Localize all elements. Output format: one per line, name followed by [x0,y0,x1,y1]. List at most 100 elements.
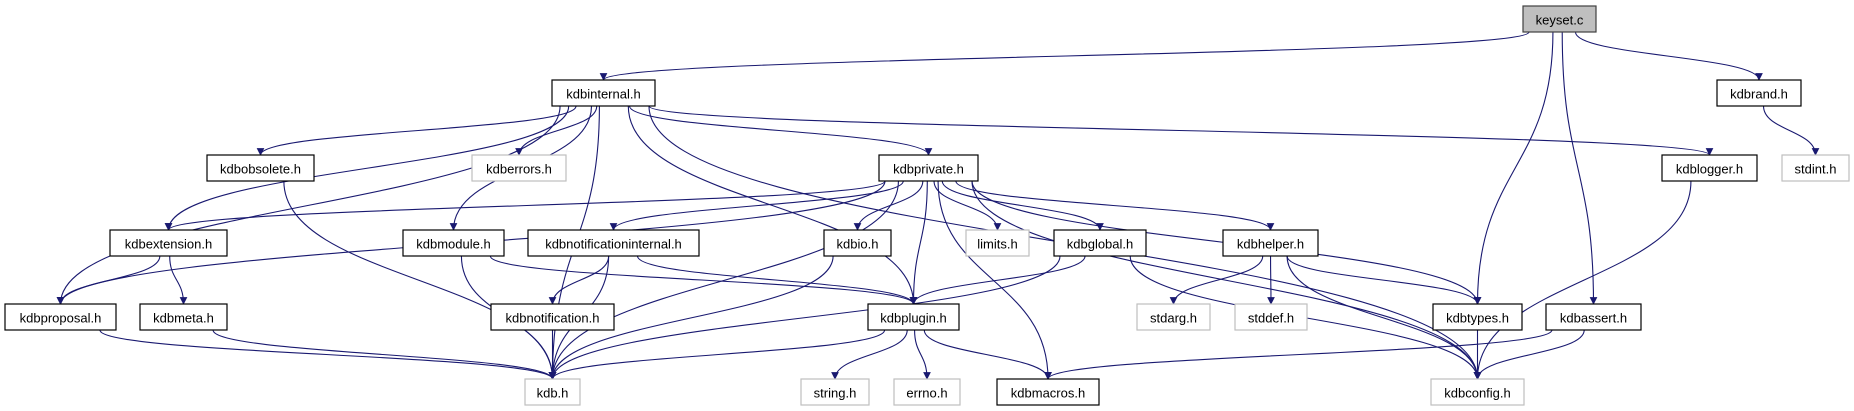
node-kdbplugin[interactable]: kdbplugin.h [867,303,960,331]
node-label: stdarg.h [1150,311,1197,326]
node-box [1661,154,1758,182]
node-box [206,154,315,182]
node-box [524,378,581,406]
node-stddef[interactable]: stddef.h [1234,303,1308,331]
node-kdbconfig[interactable]: kdbconfig.h [1430,378,1525,406]
node-keyset[interactable]: keyset.c [1522,5,1597,33]
node-stdint[interactable]: stdint.h [1781,154,1850,182]
node-kdbmacros[interactable]: kdbmacros.h [996,378,1100,406]
nodes: keyset.c kdbinternal.h kdbrand.h kdbobsolet… [4,5,1850,406]
node-kdbprivate[interactable]: kdbprivate.h [878,154,979,182]
node-kdbinternal[interactable]: kdbinternal.h [551,79,656,107]
node-label: kdblogger.h [1676,162,1743,177]
node-box [1432,303,1523,331]
edge-kdbobsolete-to-kdb [283,180,557,380]
node-kdbnotificationinternal[interactable]: kdbnotificationinternal.h [527,229,700,257]
edge-keyset-to-kdbrand [1574,31,1763,81]
node-box [109,229,228,257]
node-box [402,229,505,257]
node-label: limits.h [977,237,1017,252]
edge-kdbprivate-to-kdbglobal [941,180,1104,231]
edge-kdbmodule-to-kdbplugin [489,255,918,305]
node-box [1522,5,1597,33]
node-kdbtypes[interactable]: kdbtypes.h [1432,303,1523,331]
edge-kdbplugin-to-kdb [548,329,886,380]
edge-kdbprivate-to-kdbextension [164,180,886,231]
node-box [1136,303,1211,331]
node-box [1234,303,1308,331]
edge-kdbplugin-to-string [831,329,908,380]
node-box [996,378,1100,406]
node-label: kdbextension.h [125,237,212,252]
edge-kdbinternal-to-kdblogger [648,105,1714,156]
edge-kdbplugin-to-errno [914,329,931,380]
edge-kdbprivate-to-kdb [548,180,899,380]
node-label: kdbglobal.h [1067,237,1134,252]
node-box [1781,154,1850,182]
node-box [1053,229,1147,257]
node-box [893,378,961,406]
node-label: kdbio.h [837,237,879,252]
edge-kdbprivate-to-kdbplugin [909,180,928,305]
node-kdbnotification[interactable]: kdbnotification.h [490,303,615,331]
node-label: kdbhelper.h [1237,237,1304,252]
node-label: kdbobsolete.h [220,162,301,177]
node-box [867,303,960,331]
node-kdbio[interactable]: kdbio.h [823,229,892,257]
node-kdbassert[interactable]: kdbassert.h [1545,303,1642,331]
edge-kdbextension-to-kdbmeta [169,255,188,305]
node-label: kdbproposal.h [20,311,102,326]
node-kdbmodule[interactable]: kdbmodule.h [402,229,505,257]
edge-kdbinternal-to-kdbextension [164,105,570,231]
node-label: kdbnotification.h [506,311,600,326]
edge-kdbhelper-to-stdarg [1169,255,1264,305]
node-label: stddef.h [1248,311,1294,326]
node-box [800,378,870,406]
edge-keyset-to-kdbassert [1561,31,1598,305]
edge-kdbinternal-to-kdbprivate [628,105,933,156]
node-kdbobsolete[interactable]: kdbobsolete.h [206,154,315,182]
edge-kdbprivate-to-kdbnotificationinternal [609,180,904,231]
node-kdblogger[interactable]: kdblogger.h [1661,154,1758,182]
node-label: string.h [814,386,857,401]
node-label: keyset.c [1536,13,1584,28]
node-label: kdberrors.h [486,162,552,177]
edge-kdbextension-to-kdbproposal [56,255,161,305]
node-kdb[interactable]: kdb.h [524,378,581,406]
node-box [1430,378,1525,406]
node-label: kdbplugin.h [880,311,947,326]
node-kdbglobal[interactable]: kdbglobal.h [1053,229,1147,257]
edge-kdbhelper-to-kdbconfig [1286,255,1482,380]
node-box [490,303,615,331]
edge-kdbassert-to-kdbmacros [1044,329,1553,380]
edge-kdbprivate-to-kdbconfig [971,180,1482,380]
node-box [823,229,892,257]
edge-keyset-to-kdbinternal [599,31,1530,81]
node-label: kdbrand.h [1730,87,1788,102]
node-string[interactable]: string.h [800,378,870,406]
edge-kdbprivate-to-kdbmacros [937,180,1052,380]
node-label: kdbassert.h [1560,311,1627,326]
node-box [4,303,117,331]
node-stdarg[interactable]: stdarg.h [1136,303,1211,331]
node-errno[interactable]: errno.h [893,378,961,406]
node-label: kdbmodule.h [416,237,490,252]
node-label: stdint.h [1795,162,1837,177]
edge-kdbprivate-to-limits [933,180,1002,231]
node-label: kdbmeta.h [153,311,214,326]
edge-kdbhelper-to-kdbtypes [1286,255,1482,305]
edge-kdbprivate-to-kdbio [853,180,924,231]
node-kdberrors[interactable]: kdberrors.h [471,154,567,182]
node-limits[interactable]: limits.h [965,229,1030,257]
node-label: errno.h [906,386,947,401]
node-kdbrand[interactable]: kdbrand.h [1716,79,1802,107]
node-box [471,154,567,182]
node-kdbproposal[interactable]: kdbproposal.h [4,303,117,331]
node-kdbmeta[interactable]: kdbmeta.h [139,303,228,331]
edge-kdbrand-to-stdint [1762,105,1820,156]
edge-kdbassert-to-kdbconfig [1473,329,1585,380]
node-kdbextension[interactable]: kdbextension.h [109,229,228,257]
node-kdbhelper[interactable]: kdbhelper.h [1222,229,1319,257]
node-label: kdb.h [537,386,569,401]
